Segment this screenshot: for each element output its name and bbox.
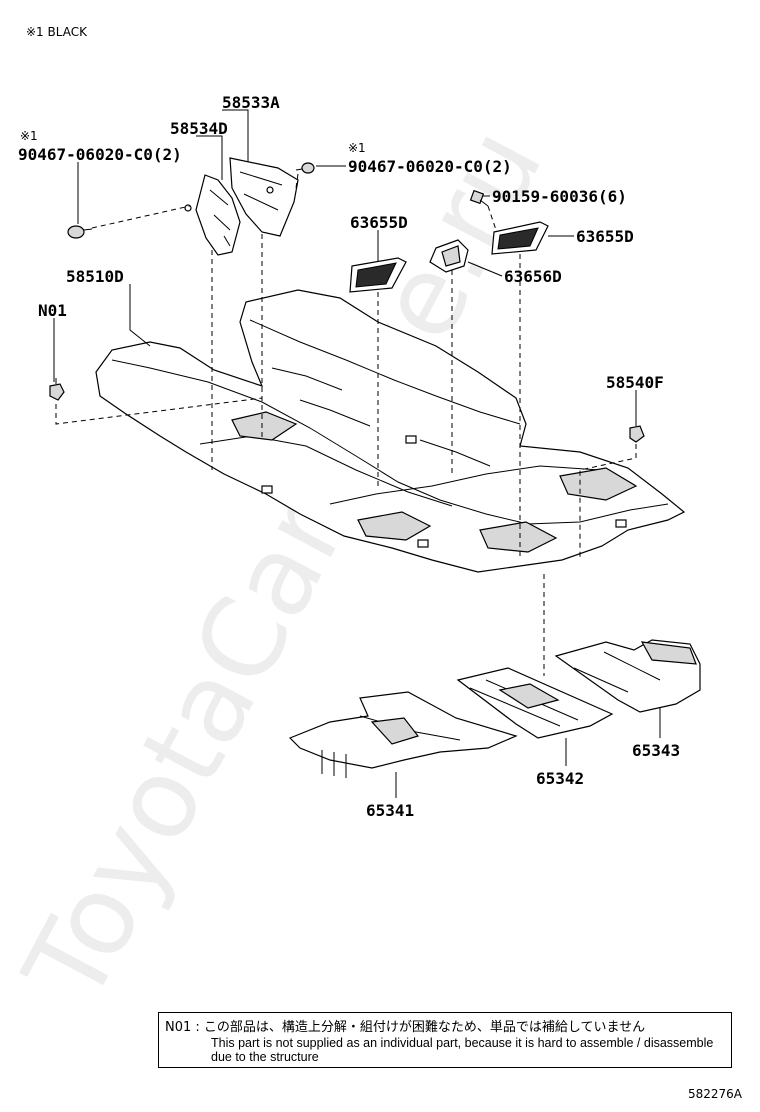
clip-58540f-drawing xyxy=(629,420,645,443)
label-ref1-left: ※1 xyxy=(20,129,38,143)
label-65343: 65343 xyxy=(632,741,680,760)
grille-63655d-right-drawing xyxy=(491,221,549,255)
panel-65341-drawing xyxy=(288,691,518,778)
label-63655d-right: 63655D xyxy=(576,227,634,246)
clip-n01-drawing xyxy=(49,378,65,401)
grille-63656d-drawing xyxy=(429,239,469,273)
panel-65342-drawing xyxy=(456,667,614,739)
label-58540f: 58540F xyxy=(606,373,664,392)
label-58534d: 58534D xyxy=(170,119,228,138)
floor-carpet-58510d-drawing xyxy=(95,289,686,573)
label-65342: 65342 xyxy=(536,769,584,788)
part-58533a-drawing xyxy=(229,157,299,237)
label-bolt-right: 90467-06020-C0(2) xyxy=(348,157,512,176)
label-58533a: 58533A xyxy=(222,93,280,112)
leader-lines xyxy=(53,109,661,798)
grille-63655d-left-drawing xyxy=(349,257,407,293)
label-ref1-right: ※1 xyxy=(348,141,366,155)
bolt-90159-drawing xyxy=(469,189,489,207)
label-63656d: 63656D xyxy=(504,267,562,286)
assembly-dash-lines xyxy=(55,173,637,676)
label-65341: 65341 xyxy=(366,801,414,820)
label-n01: N01 xyxy=(38,301,67,320)
note-box: N01 : この部品は、構造上分解・組付けが困難なため、単品では補給していません… xyxy=(158,1012,732,1068)
note-japanese: N01 : この部品は、構造上分解・組付けが困難なため、単品では補給していません xyxy=(165,1020,646,1035)
label-bolt-90159: 90159-60036(6) xyxy=(492,187,627,206)
black-note: ※1 BLACK xyxy=(26,25,88,39)
part-58534d-drawing xyxy=(184,174,241,256)
note-english: This part is not supplied as an individu… xyxy=(211,1036,714,1064)
label-63655d-left: 63655D xyxy=(350,213,408,232)
screw-right-drawing xyxy=(295,162,315,174)
clip-left-drawing xyxy=(67,225,93,239)
label-bolt-left: 90467-06020-C0(2) xyxy=(18,145,182,164)
label-58510d: 58510D xyxy=(66,267,124,286)
panel-65343-drawing xyxy=(554,639,701,713)
diagram-id: 582276A xyxy=(688,1087,743,1101)
